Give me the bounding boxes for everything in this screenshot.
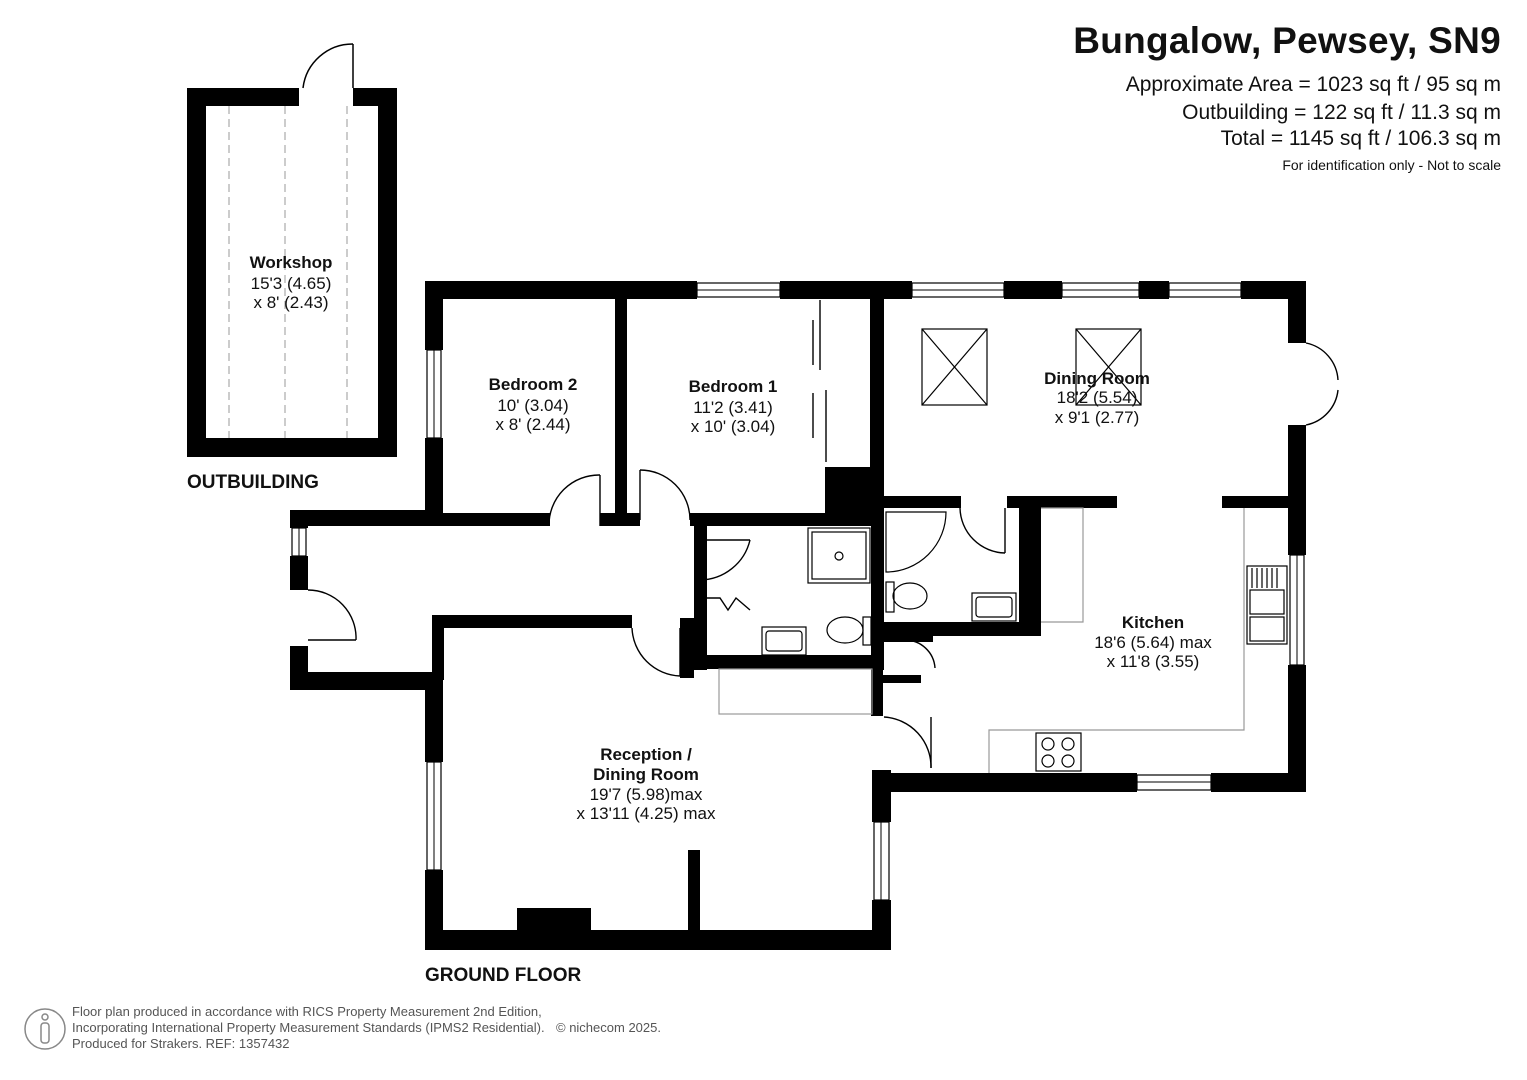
footer-line-1: Floor plan produced in accordance with R…: [72, 1004, 542, 1019]
bedroom1-dim-2: x 10' (3.04): [691, 417, 776, 436]
bedroom2-dim-1: 10' (3.04): [497, 396, 568, 415]
kitchen-name: Kitchen: [1122, 613, 1184, 632]
approximate-area: Approximate Area = 1023 sq ft / 95 sq m: [1125, 73, 1501, 96]
dining-room-dim-1: 18'2 (5.54): [1057, 388, 1138, 407]
copyright: © nichecom 2025.: [556, 1020, 661, 1035]
reception-name-1: Reception /: [600, 745, 692, 764]
bathroom-fixtures: [761, 511, 1017, 656]
bedroom1-name: Bedroom 1: [689, 377, 778, 396]
bedroom2-name: Bedroom 2: [489, 375, 578, 394]
footer-notes: Floor plan produced in accordance with R…: [72, 1004, 545, 1052]
reception-name-2: Dining Room: [593, 765, 699, 784]
workshop-walls: [187, 88, 397, 457]
workshop-dim-1: 15'3 (4.65): [251, 274, 332, 293]
outbuilding-area: Outbuilding = 122 sq ft / 11.3 sq m: [1182, 101, 1501, 124]
footer-line-2: Incorporating International Property Mea…: [72, 1020, 545, 1035]
kitchen-dim-1: 18'6 (5.64) max: [1094, 633, 1212, 652]
person-logo-icon: [24, 1008, 66, 1050]
kitchen-dim-2: x 11'8 (3.55): [1107, 652, 1200, 671]
workshop-door: [302, 43, 354, 89]
wardrobe: [812, 300, 827, 462]
ground-floor-walls: [290, 281, 1306, 950]
workshop-roof-lines: [228, 106, 348, 438]
bedroom2-dim-2: x 8' (2.44): [495, 415, 570, 434]
total-area: Total = 1145 sq ft / 106.3 sq m: [1220, 127, 1501, 150]
scale-disclaimer: For identification only - Not to scale: [1282, 157, 1501, 173]
footer-line-3: Produced for Strakers. REF: 1357432: [72, 1036, 290, 1051]
reception-dim-2: x 13'11 (4.25) max: [577, 804, 716, 823]
ground-floor-label: GROUND FLOOR: [425, 965, 581, 986]
plan-title: Bungalow, Pewsey, SN9: [1073, 20, 1501, 61]
workshop-dim-2: x 8' (2.43): [253, 293, 328, 312]
reception-dim-1: 19'7 (5.98)max: [590, 785, 703, 804]
bedroom1-dim-1: 11'2 (3.41): [693, 398, 772, 417]
skylights: [921, 328, 1142, 406]
window-glazing-lines: [298, 289, 1298, 900]
kitchen-units: [718, 507, 1245, 773]
outbuilding-label: OUTBUILDING: [187, 472, 319, 493]
dining-room-dim-2: x 9'1 (2.77): [1055, 408, 1140, 427]
windows: [291, 282, 1305, 901]
workshop-name: Workshop: [250, 253, 333, 272]
dining-room-name: Dining Room: [1044, 369, 1150, 388]
door-swings: [307, 342, 1339, 769]
kitchen-appliances: [1035, 565, 1288, 772]
